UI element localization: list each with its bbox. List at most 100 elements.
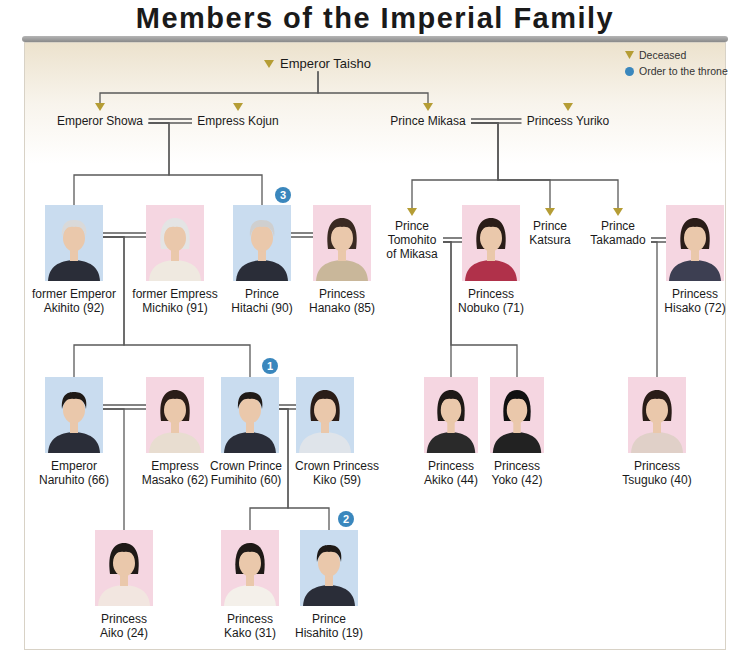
descent-line xyxy=(74,123,169,205)
name-box: Prince Mikasa xyxy=(385,103,471,128)
person-name: Crown Prince Fumihito (60) xyxy=(209,459,284,487)
name-label: Princess Hanako (85) xyxy=(308,287,377,315)
person-name: Prince Mikasa xyxy=(389,114,467,128)
portrait-photo xyxy=(45,205,103,281)
descent-line xyxy=(412,123,498,208)
name-box: Prince Tomohito of Mikasa xyxy=(381,208,443,261)
deceased-marker xyxy=(613,208,623,216)
callout-number: 3 xyxy=(275,187,291,203)
portrait-photo xyxy=(95,530,153,606)
person-name: Empress Kojun xyxy=(196,114,280,128)
legend-text: Order to the throne xyxy=(639,65,728,78)
portrait-photo xyxy=(233,205,291,281)
person-name: Emperor Showa xyxy=(56,114,145,128)
deceased-marker xyxy=(95,103,105,111)
person-name: Princess Kako (31) xyxy=(223,612,278,640)
portrait-box: Princess Kako (31) xyxy=(221,530,279,606)
person-name: former Empress Michiko (91) xyxy=(131,287,219,315)
portrait-box: Prince Hisahito (19) xyxy=(300,530,358,606)
portrait-photo xyxy=(146,377,204,453)
person-name: Prince Hisahito (19) xyxy=(294,612,365,640)
portrait-box: former Empress Michiko (91) xyxy=(146,205,204,281)
portrait-box: Princess Aiko (24) xyxy=(95,530,153,606)
diagram-title: Members of the Imperial Family xyxy=(0,1,750,35)
portrait-box: Princess Nobuko (71) xyxy=(462,205,520,281)
descent-line xyxy=(471,123,550,208)
name-label: former Emperor Akihito (92) xyxy=(31,287,118,315)
portrait-box: Prince Hitachi (90) xyxy=(233,205,291,281)
legend-text: Deceased xyxy=(639,49,686,62)
person-name: Princess Hisako (72) xyxy=(663,287,727,315)
name-label: Crown Prince Fumihito (60) xyxy=(209,459,284,487)
portrait-box: Emperor Naruhito (66) xyxy=(45,377,103,453)
person-name: Princess Nobuko (71) xyxy=(457,287,526,315)
name-box: Princess Yuriko xyxy=(522,103,615,128)
title-rule xyxy=(22,36,728,42)
portrait-photo xyxy=(146,205,204,281)
portrait-photo xyxy=(666,205,724,281)
name-box: Emperor Showa xyxy=(52,103,149,128)
person-name: Crown Princess Kiko (59) xyxy=(294,459,381,487)
portrait-photo xyxy=(300,530,358,606)
name-box: Prince Takamado xyxy=(585,208,651,247)
portrait-photo xyxy=(296,377,354,453)
person-name: Princess Tsuguko (40) xyxy=(621,459,693,487)
legend: DeceasedOrder to the throne xyxy=(625,47,728,79)
name-label: Princess Yoko (42) xyxy=(491,459,544,487)
name-label: Princess Akiko (44) xyxy=(423,459,480,487)
descent-line xyxy=(318,71,428,103)
portrait-box: Princess Hisako (72) xyxy=(666,205,724,281)
person-name: Prince Takamado xyxy=(589,219,647,247)
name-label: Prince Hisahito (19) xyxy=(294,612,365,640)
deceased-marker xyxy=(233,103,243,111)
person-name: Princess Hanako (85) xyxy=(308,287,377,315)
legend-symbol xyxy=(625,51,634,59)
person-name: Emperor Naruhito (66) xyxy=(38,459,111,487)
descent-line xyxy=(103,409,124,530)
name-label: Prince Hitachi (90) xyxy=(230,287,294,315)
callout-number: 1 xyxy=(262,358,278,374)
deceased-marker xyxy=(545,208,555,216)
portrait-photo xyxy=(424,377,478,453)
portrait-box: former Emperor Akihito (92) xyxy=(45,205,103,281)
portrait-box: Princess Yoko (42) xyxy=(490,377,544,453)
legend-row: Deceased xyxy=(625,47,728,63)
name-label: Princess Kako (31) xyxy=(223,612,278,640)
person-name: Prince Tomohito of Mikasa xyxy=(385,219,439,261)
name-label: Emperor Naruhito (66) xyxy=(38,459,111,487)
person-name: Prince Hitachi (90) xyxy=(230,287,294,315)
deceased-marker xyxy=(264,60,274,68)
descent-line xyxy=(100,71,318,103)
portrait-box: Empress Masako (62) xyxy=(146,377,204,453)
portrait-box: Princess Akiko (44) xyxy=(424,377,478,453)
person-name: Princess Akiko (44) xyxy=(423,459,480,487)
name-label: Princess Hisako (72) xyxy=(663,287,727,315)
name-box: Empress Kojun xyxy=(192,103,284,128)
person-name: Princess Aiko (24) xyxy=(99,612,150,640)
name-label: Princess Aiko (24) xyxy=(99,612,150,640)
legend-swatch xyxy=(625,67,634,76)
legend-row: Order to the throne xyxy=(625,63,728,79)
portrait-photo xyxy=(490,377,544,453)
name-label: former Empress Michiko (91) xyxy=(131,287,219,315)
callout-number: 2 xyxy=(338,511,354,527)
person-name: Prince Katsura xyxy=(528,219,572,247)
person-name: former Emperor Akihito (92) xyxy=(31,287,118,315)
portrait-photo xyxy=(45,377,103,453)
person-name: Empress Masako (62) xyxy=(141,459,210,487)
portrait-box: Princess Tsuguko (40) xyxy=(628,377,686,453)
name-label: Princess Tsuguko (40) xyxy=(621,459,693,487)
deceased-marker xyxy=(407,208,417,216)
person-name: Princess Yuriko xyxy=(526,114,611,128)
portrait-photo xyxy=(462,205,520,281)
portrait-box: Crown Princess Kiko (59) xyxy=(296,377,354,453)
portrait-photo xyxy=(221,530,279,606)
portrait-photo xyxy=(313,205,371,281)
portrait-photo xyxy=(221,377,279,453)
portrait-box: Crown Prince Fumihito (60) xyxy=(221,377,279,453)
name-box: Prince Katsura xyxy=(524,208,576,247)
portrait-photo xyxy=(628,377,686,453)
deceased-marker xyxy=(563,103,573,111)
chart-panel xyxy=(25,43,726,650)
